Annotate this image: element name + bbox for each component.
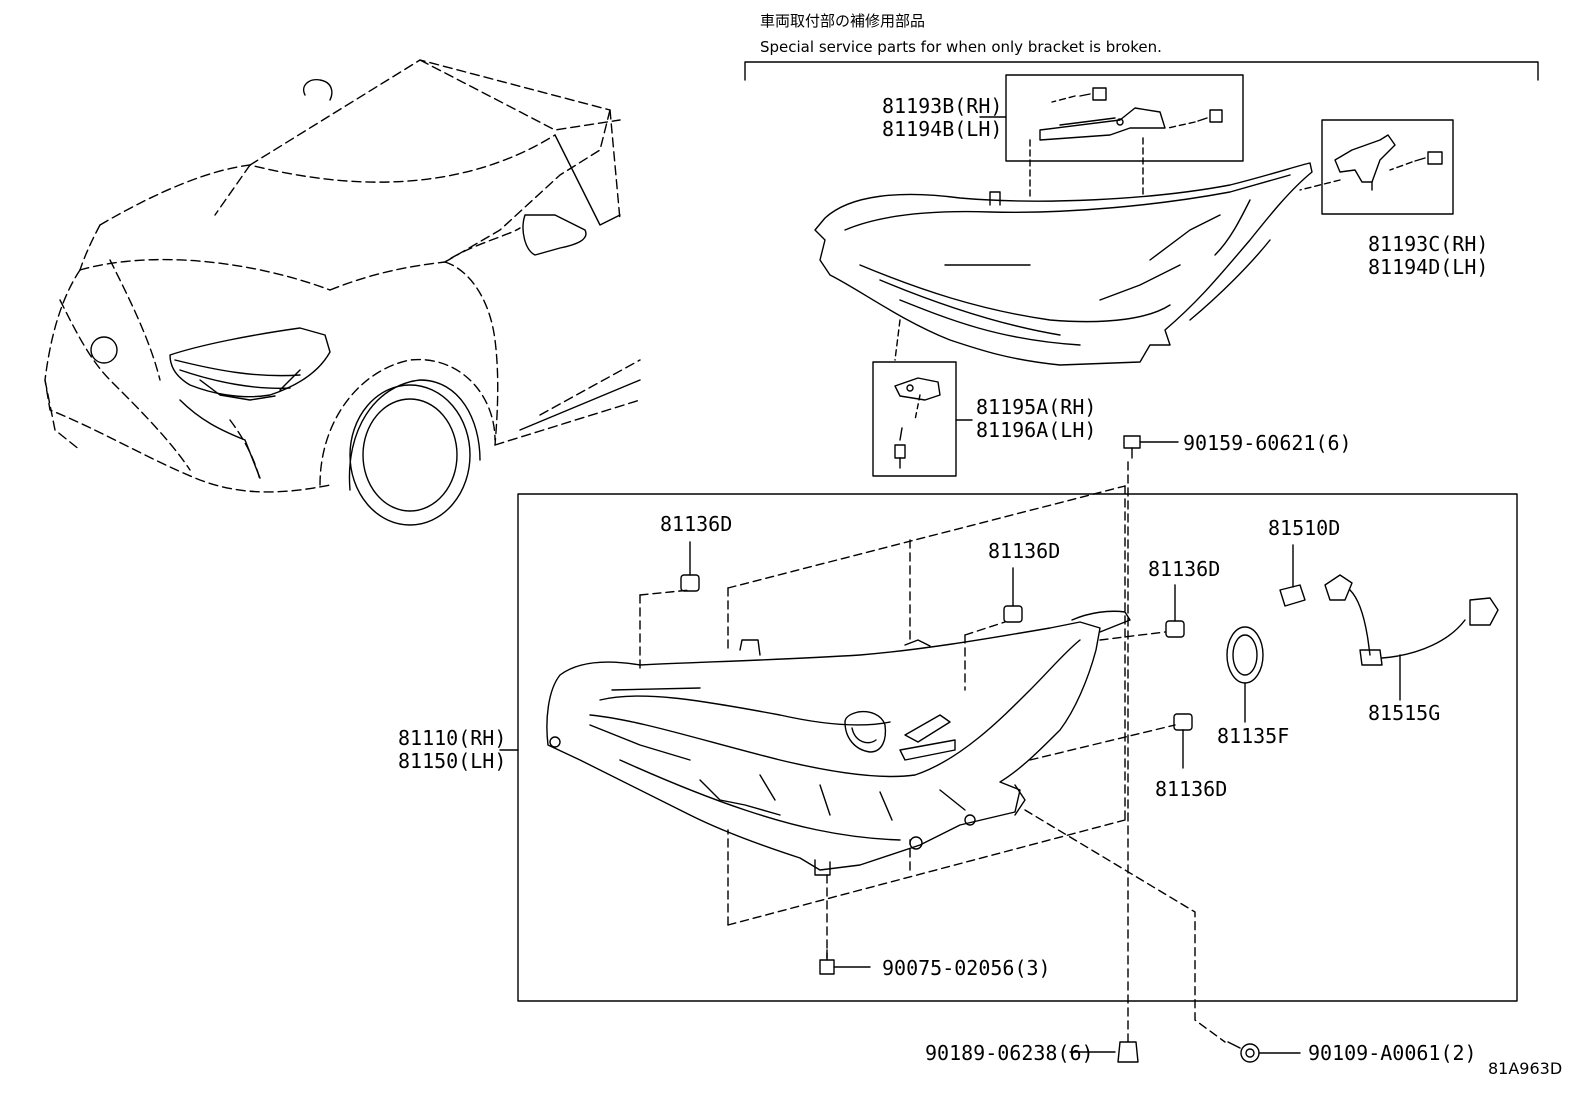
part-label-90159[interactable]: 90159-60621(6) bbox=[1183, 431, 1352, 455]
part-label-90109[interactable]: 90109-A0061(2) bbox=[1308, 1041, 1477, 1065]
bracket-81195a-box bbox=[872, 361, 973, 477]
part-label-90075[interactable]: 90075-02056(3) bbox=[882, 956, 1051, 980]
grommet-81136d-4 bbox=[1173, 713, 1193, 769]
part-label-90189[interactable]: 90189-06238(6) bbox=[925, 1041, 1094, 1065]
part-label-81135f[interactable]: 81135F bbox=[1217, 724, 1290, 748]
nut-90109 bbox=[1227, 1041, 1301, 1063]
grommet-81136d-1 bbox=[680, 541, 700, 592]
part-label-81515g[interactable]: 81515G bbox=[1368, 701, 1441, 725]
header-note-en: Special service parts for when only brac… bbox=[760, 38, 1162, 56]
part-label-81195a[interactable]: 81195A(RH) bbox=[976, 395, 1097, 419]
clip-90189 bbox=[1069, 1041, 1139, 1063]
part-label-81136d-4[interactable]: 81136D bbox=[1155, 777, 1228, 801]
part-label-81196a[interactable]: 81196A(LH) bbox=[976, 418, 1097, 442]
main-assembly-frame bbox=[499, 493, 1518, 1002]
diagram-code: 81A963D bbox=[1488, 1059, 1563, 1078]
bracket-81193b-box bbox=[979, 74, 1244, 199]
part-label-81136d-3[interactable]: 81136D bbox=[1148, 557, 1221, 581]
vehicle-illustration bbox=[44, 59, 641, 526]
wiring-81515g bbox=[1324, 574, 1499, 701]
part-label-81136d-2[interactable]: 81136D bbox=[988, 539, 1061, 563]
bracket-81193c-box bbox=[1299, 119, 1454, 215]
part-label-81193c[interactable]: 81193C(RH) bbox=[1368, 232, 1489, 256]
screw-90075 bbox=[819, 949, 871, 975]
headlight-assembly bbox=[546, 610, 1131, 876]
bulb-81510d bbox=[1279, 544, 1306, 607]
service-parts-bracket-frame bbox=[744, 61, 1539, 81]
part-label-81194b[interactable]: 81194B(LH) bbox=[882, 117, 1003, 141]
part-label-81136d-1[interactable]: 81136D bbox=[660, 512, 733, 536]
cover-81135f bbox=[1226, 626, 1264, 723]
grommet-81136d-2 bbox=[1003, 567, 1023, 623]
part-label-81110[interactable]: 81110(RH) bbox=[398, 726, 507, 750]
part-label-81150[interactable]: 81150(LH) bbox=[398, 749, 507, 773]
headlight-housing-rear-view bbox=[814, 162, 1313, 366]
header-note-ja: 車両取付部の補修用部品 bbox=[760, 12, 926, 30]
part-label-81193b[interactable]: 81193B(RH) bbox=[882, 94, 1003, 118]
grommet-81136d-3 bbox=[1165, 584, 1185, 638]
part-label-81194d[interactable]: 81194D(LH) bbox=[1368, 255, 1489, 279]
part-label-81510d[interactable]: 81510D bbox=[1268, 516, 1341, 540]
screw-90159 bbox=[1123, 435, 1179, 1046]
